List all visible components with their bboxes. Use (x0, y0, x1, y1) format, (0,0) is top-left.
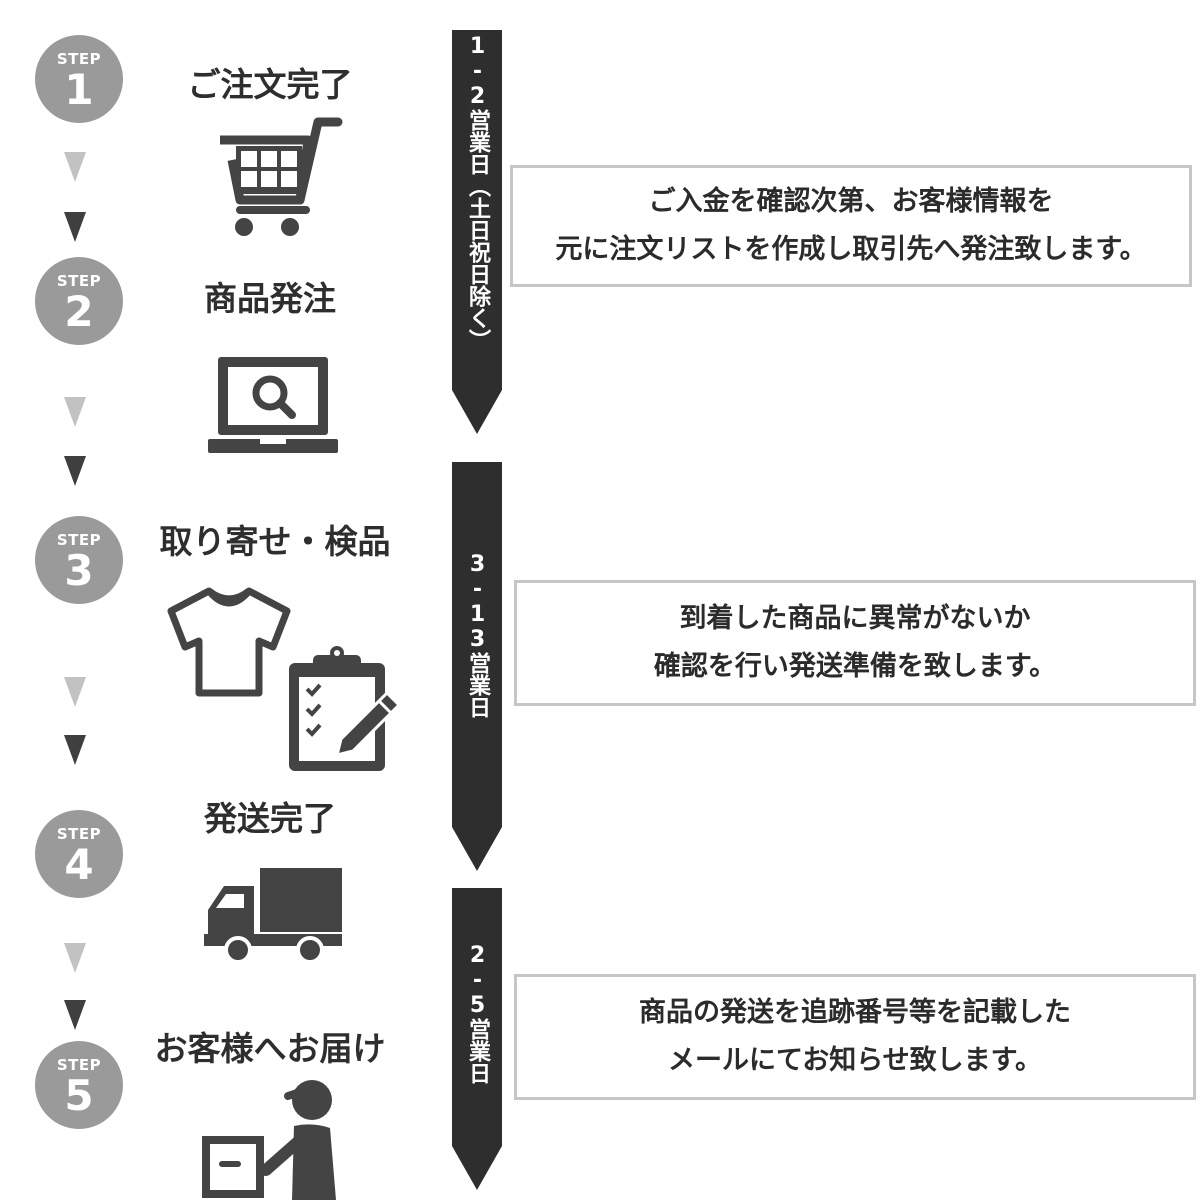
step-1-title: ご注文完了 (187, 65, 353, 104)
timeline-label-2: 3-13営業日 (465, 552, 490, 718)
step-3-number: 3 (64, 546, 94, 595)
step-2-number: 2 (64, 287, 94, 336)
description-2-line-1: 到着した商品に異常がないか (679, 603, 1031, 634)
step-2-badge: STEP 2 (35, 257, 123, 345)
step-connector-arrow (64, 677, 86, 707)
step-connector-arrow (64, 1000, 86, 1030)
step-5-number: 5 (64, 1071, 94, 1120)
delivery-person-icon (202, 1080, 336, 1200)
step-4-number: 4 (64, 840, 94, 889)
step-connector-arrow (64, 397, 86, 427)
step-connector-arrow (64, 735, 86, 765)
step-3-word: STEP (56, 531, 102, 549)
step-1-badge: STEP 1 (35, 35, 123, 123)
description-2-line-2: 確認を行い発送準備を致します。 (653, 651, 1057, 682)
tshirt-clipboard-icon (167, 587, 401, 771)
description-box-1: ご入金を確認次第、お客様情報を 元に注文リストを作成し取引先へ発注致します。 (510, 165, 1192, 287)
timeline-bar-1: 1-2営業日（土日祝日除く） (452, 30, 502, 390)
step-4-title: 発送完了 (204, 799, 336, 838)
shopping-cart-icon (220, 117, 343, 236)
description-3-line-1: 商品の発送を追跡番号等を記載した (639, 997, 1071, 1028)
description-1-line-1: ご入金を確認次第、お客様情報を (648, 186, 1054, 217)
description-box-3: 商品の発送を追跡番号等を記載した メールにてお知らせ致します。 (514, 974, 1196, 1100)
timeline-arrowhead (452, 390, 502, 434)
timeline-arrowhead (452, 1146, 502, 1190)
timeline-bar-2: 3-13営業日 (452, 462, 502, 827)
timeline-label-3: 2-5営業日 (465, 943, 490, 1084)
step-5-word: STEP (56, 1056, 102, 1074)
step-3-badge: STEP 3 (35, 516, 123, 604)
description-3-line-2: メールにてお知らせ致します。 (668, 1045, 1042, 1076)
truck-icon (204, 868, 342, 964)
step-2-word: STEP (56, 272, 102, 290)
step-4-badge: STEP 4 (35, 810, 123, 898)
laptop-search-icon (208, 357, 338, 453)
step-1-word: STEP (56, 50, 102, 68)
step-3-title: 取り寄せ・検品 (159, 522, 391, 561)
timeline-bar-3: 2-5営業日 (452, 888, 502, 1146)
step-5-title: お客様へお届け (154, 1029, 386, 1068)
timeline-arrowhead (452, 827, 502, 871)
description-box-2: 到着した商品に異常がないか 確認を行い発送準備を致します。 (514, 580, 1196, 706)
timeline-label-1: 1-2営業日（土日祝日除く） (465, 34, 490, 351)
step-5-badge: STEP 5 (35, 1041, 123, 1129)
step-2-title: 商品発注 (204, 279, 336, 318)
step-connector-arrow (64, 943, 86, 973)
step-connector-arrow (64, 212, 86, 242)
step-connector-arrow (64, 456, 86, 486)
step-1-number: 1 (64, 65, 94, 114)
step-4-word: STEP (56, 825, 102, 843)
description-1-line-2: 元に注文リストを作成し取引先へ発注致します。 (555, 234, 1147, 265)
step-connector-arrow (64, 152, 86, 182)
